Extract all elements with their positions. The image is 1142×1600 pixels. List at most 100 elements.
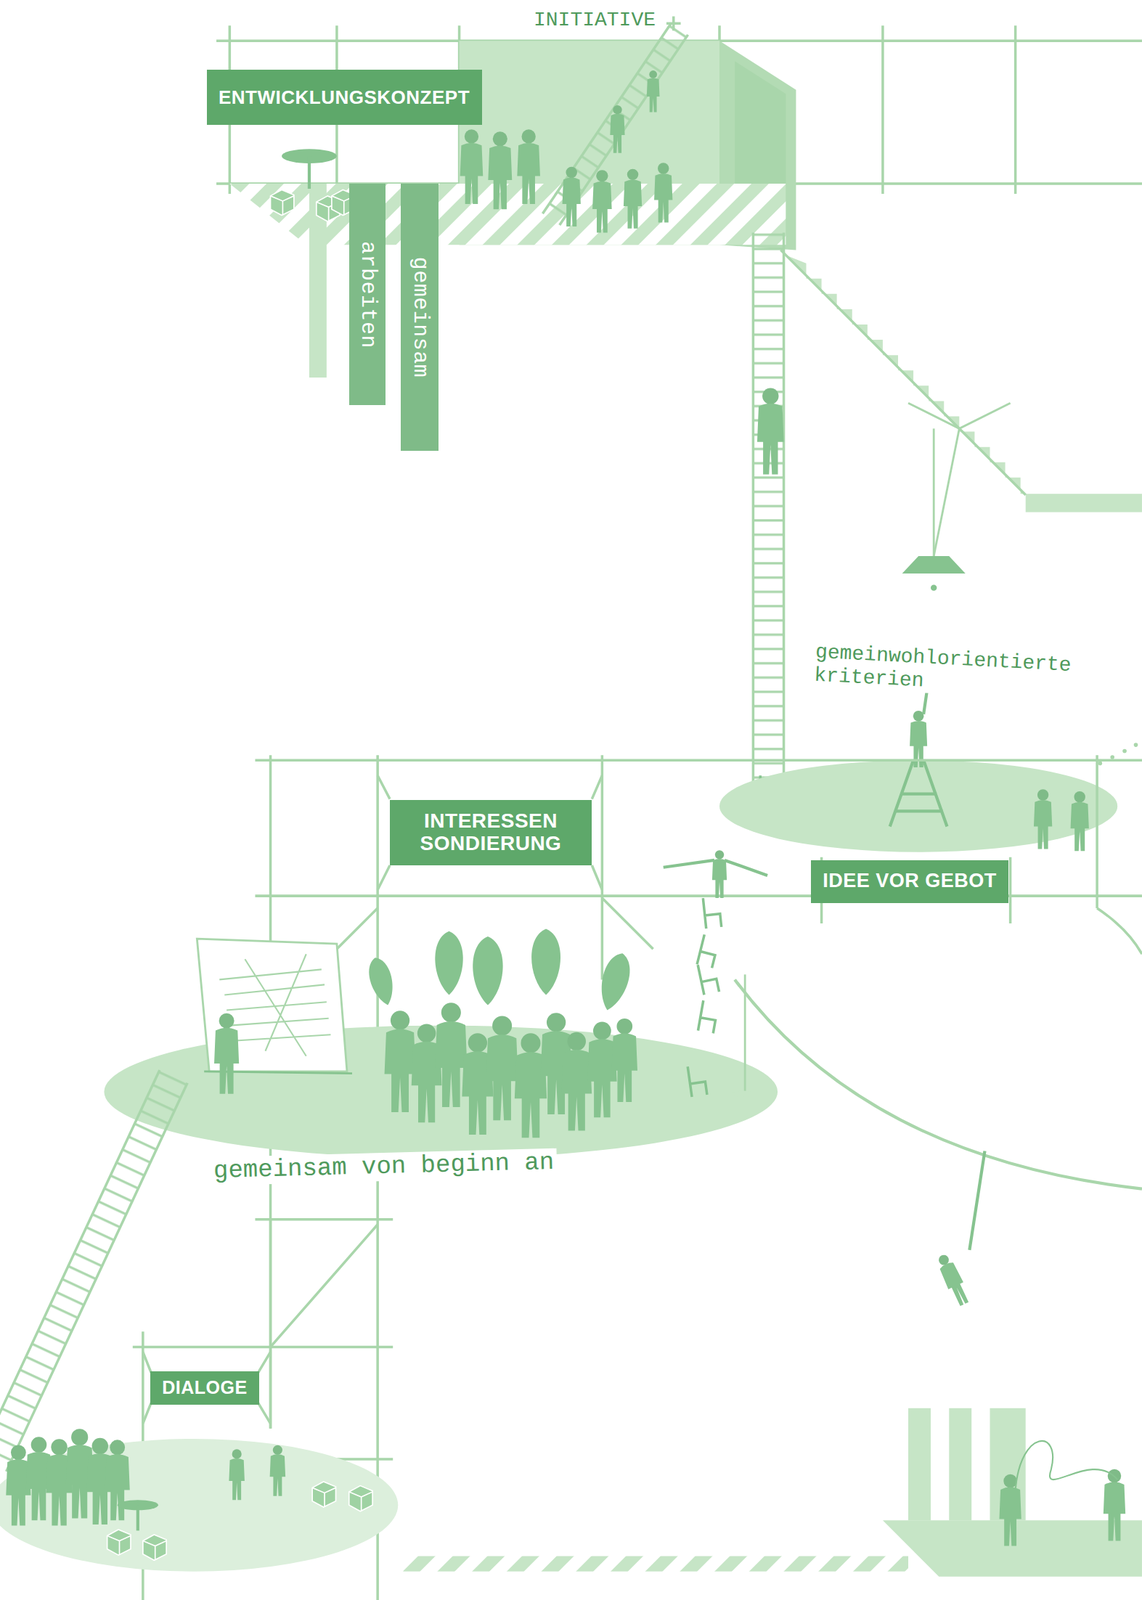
illustration-use: [562, 166, 581, 227]
illustration-path: [663, 860, 768, 876]
illustration-use: [487, 131, 512, 210]
illustration-use: [561, 1032, 592, 1132]
illustration-path: [336, 898, 654, 949]
pillar: [948, 1408, 972, 1521]
table-lower: [107, 1499, 167, 1561]
step-ladder: [890, 760, 948, 827]
illustration-use: [612, 1018, 638, 1103]
illustration-use: [364, 955, 398, 1009]
cable: [1015, 1441, 1119, 1490]
illustration-use: [696, 934, 720, 968]
illustration-line: [932, 428, 936, 557]
bottom-person: [1103, 1469, 1126, 1542]
illustration-path: [254, 760, 1142, 896]
illustration-circle: [1122, 749, 1127, 754]
acrobat: [663, 850, 768, 899]
top-people: [460, 70, 674, 233]
bottom-person: [998, 1474, 1021, 1547]
lamp: [902, 402, 1011, 591]
seated-person: [228, 1449, 245, 1500]
sitting-person: [1070, 791, 1090, 851]
illustration-polygon: [902, 556, 966, 574]
illustration-circle: [1134, 742, 1139, 748]
illustration-use: [594, 950, 635, 1014]
illustration-use: [702, 896, 721, 929]
illustration-path: [908, 402, 1011, 429]
illustration-rect: [752, 232, 784, 786]
illustration-use: [384, 1010, 416, 1113]
node-text: INTERESSEN SONDIERUNG: [403, 810, 578, 856]
node-text: gemeinsam: [408, 257, 432, 379]
illustration-use: [697, 1000, 719, 1034]
illustration-line: [204, 1071, 353, 1074]
rope-climber: [934, 1251, 973, 1308]
painter: [909, 710, 928, 768]
illustration-use: [687, 1064, 708, 1097]
illustration-use: [270, 189, 295, 215]
ladder-climber: [757, 387, 785, 475]
illustration-path: [143, 1351, 271, 1423]
vertical-band: arbeiten: [349, 183, 386, 406]
illustration-line: [136, 1505, 140, 1531]
curve: [734, 979, 1142, 1189]
illustration-use: [623, 169, 642, 229]
left-ladder: [0, 1070, 188, 1472]
illustration-use: [107, 1529, 131, 1556]
illustration-path: [377, 775, 602, 890]
illustration-circle: [1097, 761, 1103, 766]
illustration-use: [646, 70, 660, 113]
lower-platform: [0, 1438, 398, 1572]
title-label: INITIATIVE: [530, 8, 659, 32]
illustration-ellipse: [732, 1091, 753, 1097]
illustration-use: [609, 105, 625, 154]
illustration-rect: [0, 1070, 188, 1472]
curve-right: [1096, 908, 1142, 954]
banner: DIALOGE: [150, 1371, 260, 1405]
illustration-use: [531, 928, 561, 995]
seated-person: [270, 1445, 287, 1497]
illustration-path: [890, 760, 948, 827]
illustration-line: [307, 156, 311, 189]
concept-band: ENTWICKLUNGSKONZEPT: [206, 69, 483, 125]
right-platform: [719, 760, 1118, 853]
banner: INTERESSEN SONDIERUNG: [389, 800, 592, 866]
pillar: [908, 1408, 931, 1521]
illustration-line: [933, 428, 960, 557]
illustration-line: [0, 1070, 160, 1459]
illustration-use: [349, 1486, 373, 1512]
group-people: [5, 1428, 130, 1526]
striped-strip: [402, 1556, 909, 1572]
illustration-use: [712, 850, 727, 899]
illustration-line: [6, 1083, 188, 1472]
illustration-use: [516, 129, 541, 205]
illustration-line: [782, 232, 786, 786]
illustration-use: [460, 129, 484, 205]
stair-line: [780, 249, 1026, 495]
illustration-use: [485, 1015, 518, 1121]
platform-label: gemeinsam von beginn an: [210, 1148, 558, 1187]
illustration-circle: [1110, 755, 1115, 760]
illustration-use: [697, 961, 719, 996]
illustration-use: [472, 936, 503, 1005]
staircase: [785, 254, 1142, 512]
main-ladder: [752, 232, 784, 786]
note-label: gemeinwohlorientierte kriterien: [810, 640, 1110, 703]
table-top: [270, 148, 356, 222]
presenter: [214, 1013, 239, 1095]
illustration-line: [752, 232, 756, 786]
illustration-use: [312, 1481, 336, 1508]
node-text: DIALOGE: [161, 1377, 247, 1399]
illustration-path: [132, 1219, 393, 1460]
dots: [1097, 742, 1138, 766]
node-text: IDEE VOR GEBOT: [822, 870, 997, 893]
speech-drops: [364, 928, 635, 1014]
banner: IDEE VOR GEBOT: [810, 860, 1009, 904]
rope: [969, 1151, 985, 1251]
node-text: arbeiten: [355, 240, 380, 348]
illustration-use: [143, 1534, 167, 1561]
illustration-path: [270, 1224, 379, 1348]
illustration-circle: [930, 584, 937, 591]
illustration-use: [654, 162, 673, 223]
sitting-person: [1033, 789, 1052, 849]
